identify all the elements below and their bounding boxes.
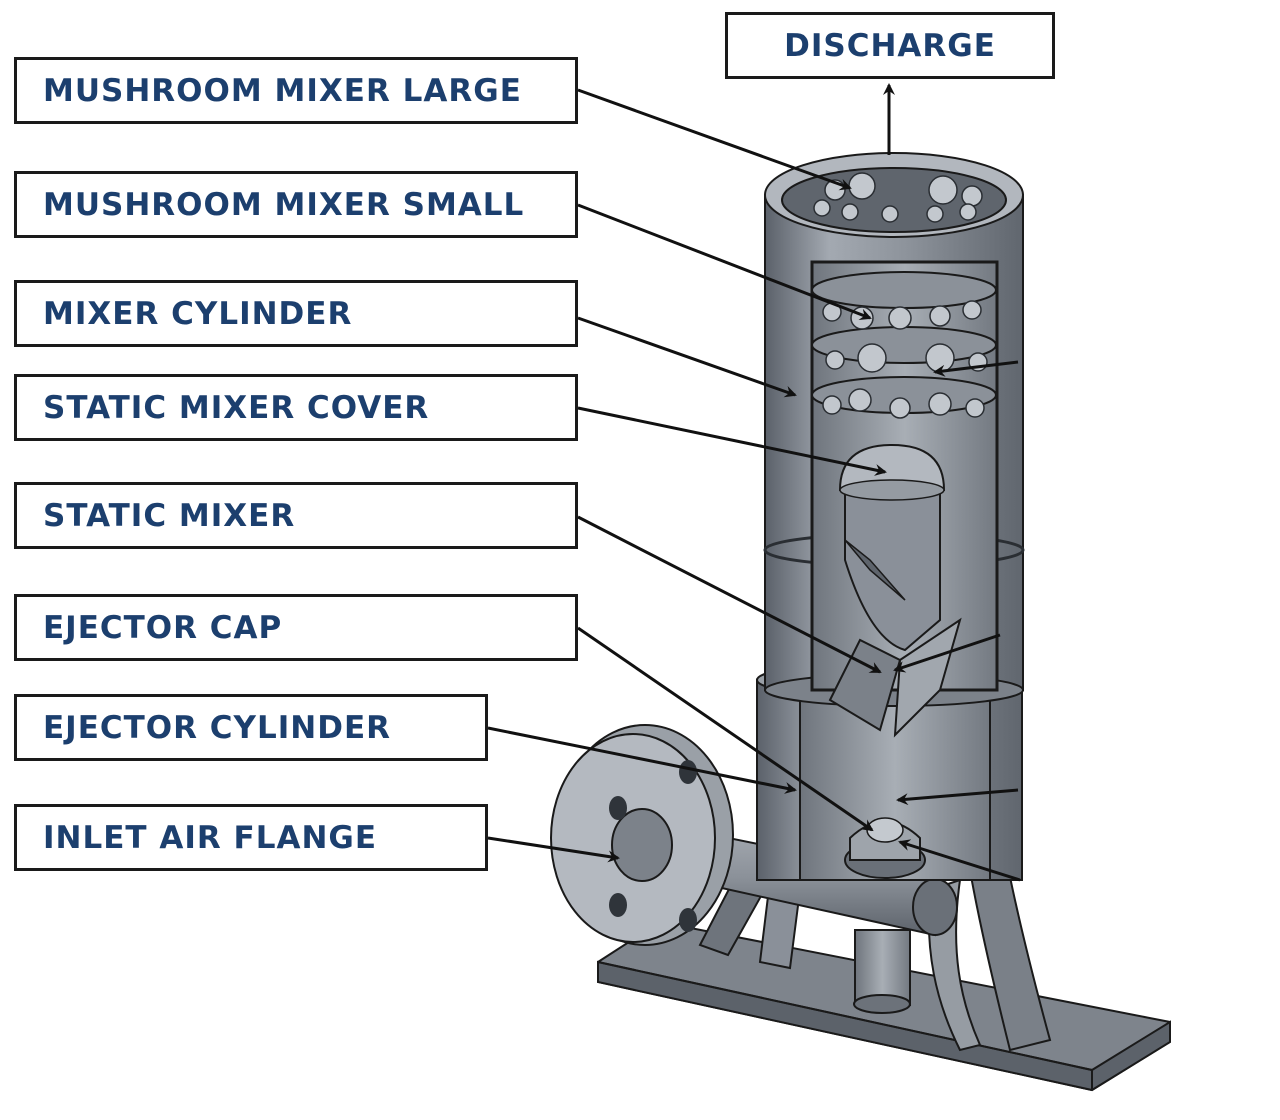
- label-static-mixer-text: STATIC MIXER: [43, 497, 296, 534]
- label-discharge-text: DISCHARGE: [784, 27, 996, 64]
- label-ejector-cylinder: EJECTOR CYLINDER: [14, 694, 488, 761]
- label-inlet-air-flange-text: INLET AIR FLANGE: [43, 819, 378, 856]
- mixer-cylinder-arrow: [577, 316, 797, 398]
- mushroom-mixer-small-arrow-right: [933, 360, 1019, 377]
- static-mixer-cover-arrow: [577, 406, 887, 476]
- label-mushroom-mixer-small-text: MUSHROOM MIXER SMALL: [43, 186, 525, 223]
- ejector-cylinder-arrow: [487, 726, 797, 794]
- static-mixer-cover: [838, 443, 946, 501]
- label-static-mixer: STATIC MIXER: [14, 482, 578, 549]
- mushroom-mixer-small: [811, 271, 997, 419]
- mushroom-mixer-large: [764, 152, 1024, 238]
- label-inlet-air-flange: INLET AIR FLANGE: [14, 804, 488, 871]
- label-static-mixer-cover-text: STATIC MIXER COVER: [43, 389, 430, 426]
- static-mixer-arrow: [577, 515, 882, 674]
- label-ejector-cylinder-text: EJECTOR CYLINDER: [43, 709, 392, 746]
- label-mushroom-mixer-small: MUSHROOM MIXER SMALL: [14, 171, 578, 238]
- label-discharge: DISCHARGE: [725, 12, 1055, 79]
- label-static-mixer-cover: STATIC MIXER COVER: [14, 374, 578, 441]
- mushroom-mixer-small-arrow: [577, 203, 872, 320]
- label-ejector-cap: EJECTOR CAP: [14, 594, 578, 661]
- label-mixer-cylinder: MIXER CYLINDER: [14, 280, 578, 347]
- label-mushroom-mixer-large-text: MUSHROOM MIXER LARGE: [43, 72, 522, 109]
- inlet-air-flange-arrow: [487, 836, 620, 863]
- label-mixer-cylinder-text: MIXER CYLINDER: [43, 295, 353, 332]
- mushroom-mixer-large-arrow: [577, 88, 852, 191]
- ejector-cylinder-arrow-right: [896, 788, 1019, 806]
- leader-arrows: [487, 83, 1021, 882]
- label-mushroom-mixer-large: MUSHROOM MIXER LARGE: [14, 57, 578, 124]
- ejector-cap-arrow: [577, 626, 874, 832]
- label-ejector-cap-text: EJECTOR CAP: [43, 609, 283, 646]
- ejector-cap-arrow-right: [898, 839, 1021, 882]
- static-mixer-arrow-right: [893, 633, 1001, 673]
- static-mixer: [828, 489, 962, 738]
